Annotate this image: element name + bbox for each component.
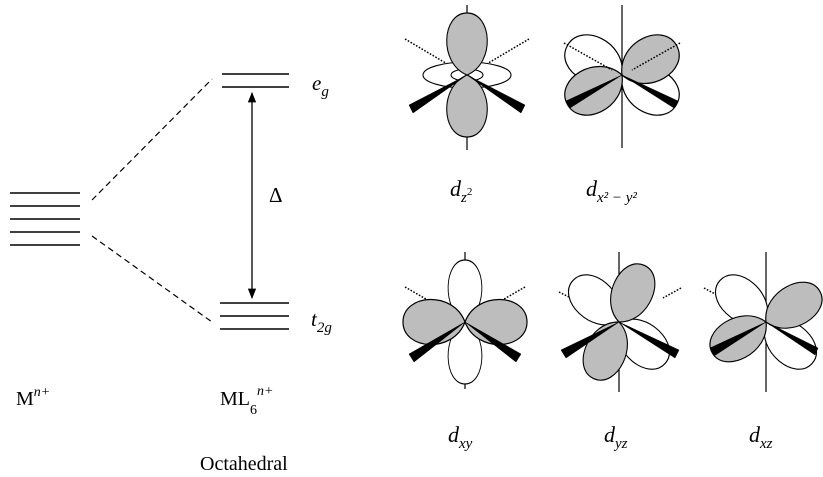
orbital-dyz: [558, 252, 682, 392]
orbital-label-dxz: dxz: [749, 422, 773, 452]
eg-label: eg: [312, 71, 329, 100]
upper-correlation-line: [91, 78, 213, 201]
eg-levels: [222, 73, 289, 88]
orbital-dxz: [701, 252, 823, 392]
orbital-dz2: [404, 5, 530, 150]
complex-label: ML6n+: [220, 384, 273, 418]
t2g-label: t2g: [311, 307, 332, 336]
orbital-dx2-y2: [556, 5, 688, 148]
delta-label: Δ: [269, 183, 283, 207]
orbital-label-dz2: dz2: [450, 176, 472, 206]
t2g-levels: [220, 302, 289, 330]
geometry-caption: Octahedral: [200, 453, 288, 475]
free-ion-levels: [10, 192, 80, 246]
orbital-label-dyz: dyz: [604, 422, 628, 452]
free-ion-label: Mn+: [16, 385, 50, 410]
orbital-dxy: [402, 252, 528, 389]
lower-correlation-line: [91, 235, 213, 323]
orbital-label-dx2-y2: dx² − y²: [586, 176, 637, 206]
orbital-label-dxy: dxy: [448, 422, 473, 452]
